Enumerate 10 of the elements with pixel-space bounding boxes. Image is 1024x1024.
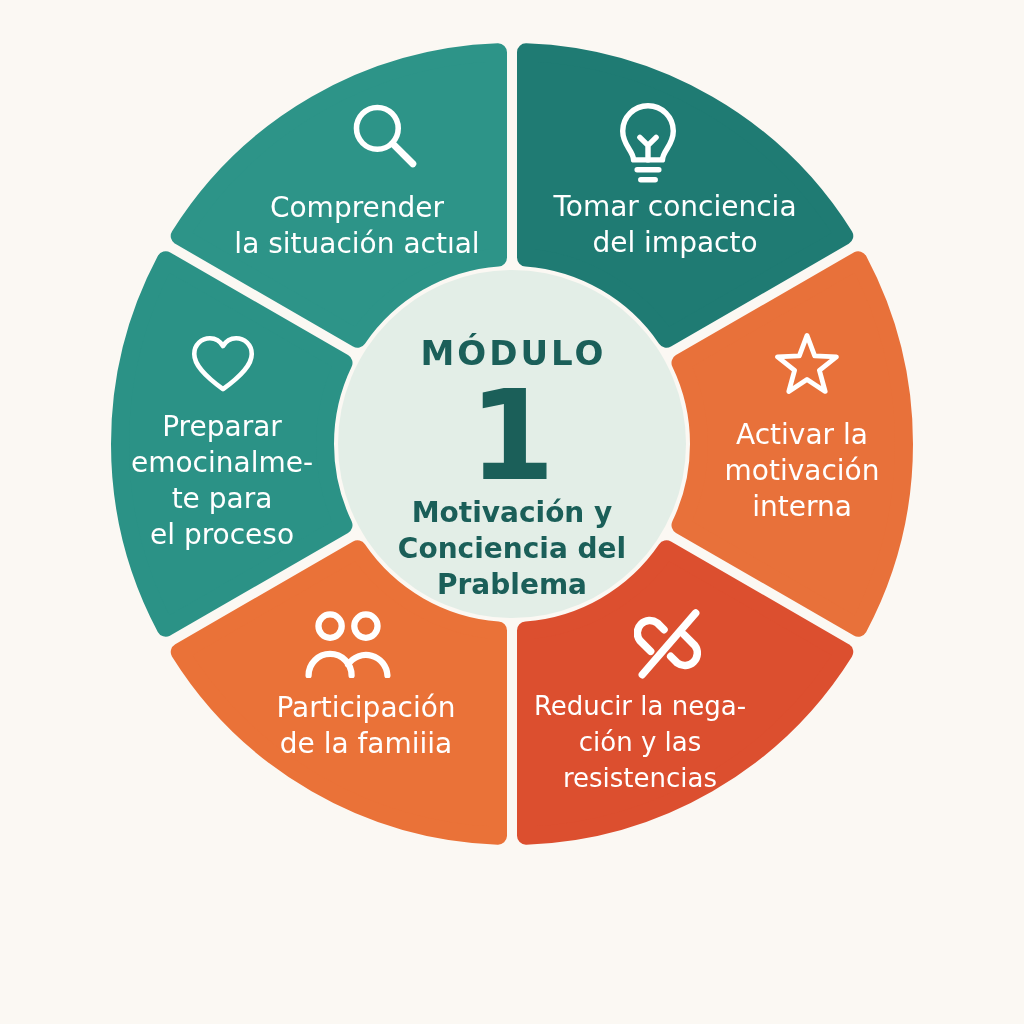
- segment-label: Preparar emocinalme- te para el proceso: [130, 409, 314, 553]
- segment-label: Tomar conciencia del impacto: [553, 189, 797, 261]
- module-title: Motivación y Conciencia del Prablema: [397, 495, 627, 604]
- module-heading: MÓDULO: [419, 333, 607, 374]
- segment-label: Reducir la nega- ción y las resistencias: [533, 690, 747, 795]
- segment-label: Activar la motivación interna: [724, 417, 880, 525]
- wheel-segment: [111, 251, 353, 637]
- segment-label: Participación de la famiiia: [276, 690, 456, 762]
- segment-label: Comprender la situación actıal: [234, 190, 480, 262]
- module-number: 1: [468, 374, 556, 498]
